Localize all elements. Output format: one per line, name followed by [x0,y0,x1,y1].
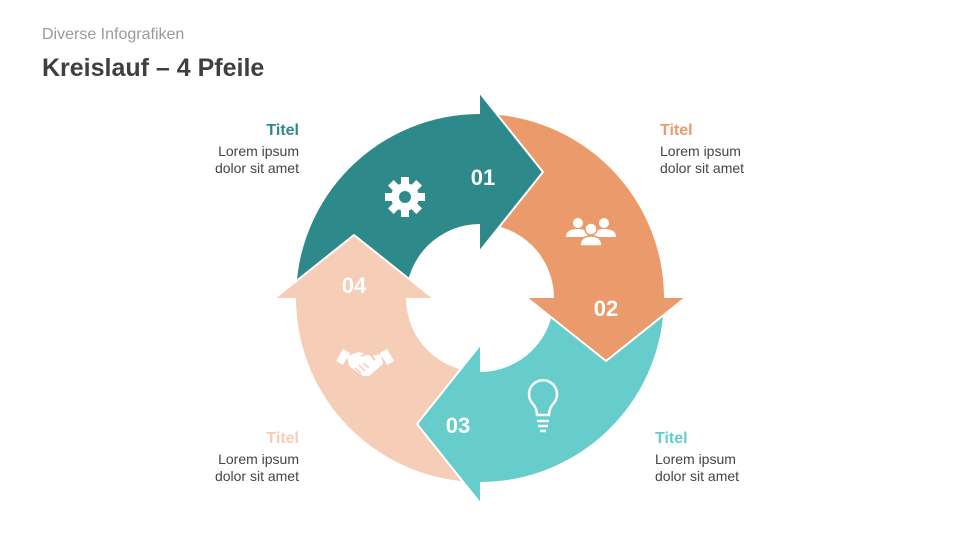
step-title: Titel [266,122,299,139]
arrow-head-04 [274,233,434,299]
gear-tooth [401,177,409,187]
arrow-head-03 [415,344,481,504]
step-text-line: Lorem ipsum [218,143,299,159]
step-number-01: 01 [471,165,495,190]
step-text-line: dolor sit amet [214,468,299,484]
step-text-line: Lorem ipsum [660,143,741,159]
step-title: Titel [660,122,693,139]
step-text-line: dolor sit amet [660,160,745,176]
text-block-01: Titel Lorem ipsum dolor sit amet [99,122,299,177]
step-text-line: dolor sit amet [214,160,299,176]
text-block-02: Titel Lorem ipsum dolor sit amet [660,122,860,177]
arrow-head-02 [526,297,686,363]
step-title: Titel [266,430,299,447]
step-text-line: Lorem ipsum [218,451,299,467]
step-title: Titel [655,430,688,447]
slide-title: Kreislauf – 4 Pfeile [42,54,265,82]
step-text-line: Lorem ipsum [655,451,736,467]
slide-subtitle: Diverse Infografiken [42,26,185,43]
people-icon [566,218,616,247]
text-block-04: Titel Lorem ipsum dolor sit amet [99,430,299,485]
gear-tooth [401,207,409,217]
step-number-04: 04 [342,273,367,298]
arrow-head-01 [479,92,545,252]
step-number-03: 03 [446,413,470,438]
text-block-03: Titel Lorem ipsum dolor sit amet [655,430,855,485]
gear-icon [385,177,425,217]
lightbulb-icon [527,378,559,433]
step-text-line: dolor sit amet [655,468,740,484]
step-number-02: 02 [594,296,618,321]
handshake-icon [336,348,394,376]
